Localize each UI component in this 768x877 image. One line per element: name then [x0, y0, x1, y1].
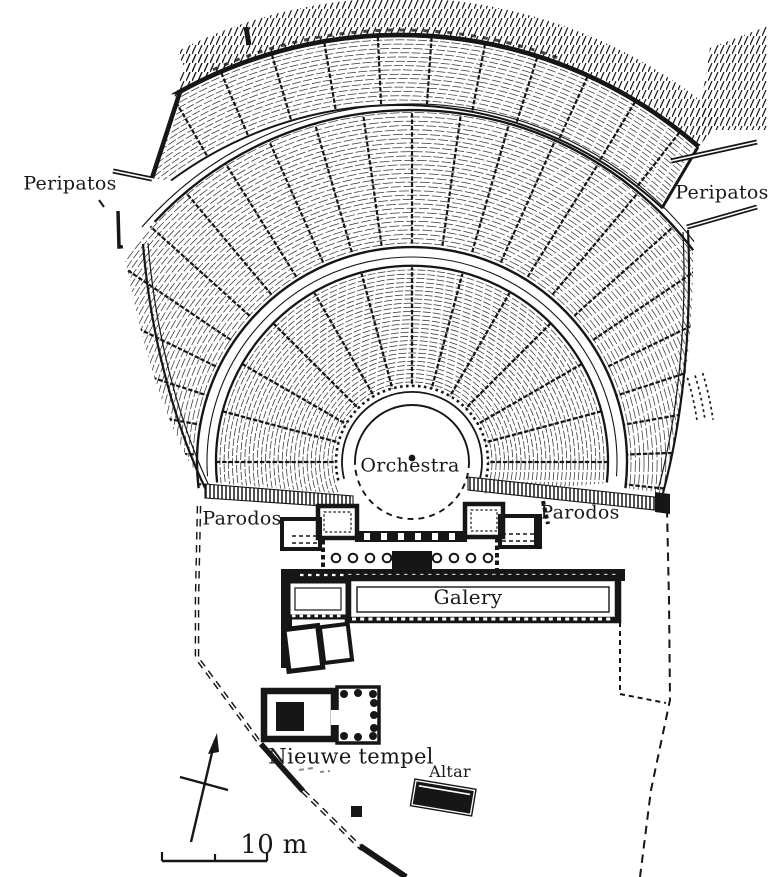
boundary-path — [194, 505, 672, 877]
label-peripatos-right: Peripatos — [675, 181, 768, 204]
label-peripatos-left: Peripatos — [23, 172, 117, 195]
lower-cavea-walls — [214, 264, 610, 483]
label-parodos-right: Parodos — [540, 501, 620, 524]
label-orchestra: Orchestra — [360, 454, 460, 477]
scale-bar — [160, 852, 269, 863]
lower-cavea-seating — [216, 267, 609, 494]
label-scale: 10 m — [240, 830, 308, 860]
upper-cavea-walls — [141, 103, 714, 494]
label-nieuwe-tempel: Nieuwe tempel — [268, 744, 434, 769]
temple-plan — [260, 685, 381, 773]
stage-building — [280, 501, 667, 704]
altar-plan — [351, 778, 477, 817]
upper-tier-seating — [152, 35, 698, 208]
label-altar: Altar — [429, 762, 471, 781]
label-galery: Galery — [433, 585, 503, 609]
north-arrow-icon — [179, 733, 229, 843]
orchestra-circle — [354, 404, 470, 520]
peripatos-walls — [98, 139, 758, 249]
label-parodos-left: Parodos — [202, 507, 282, 530]
